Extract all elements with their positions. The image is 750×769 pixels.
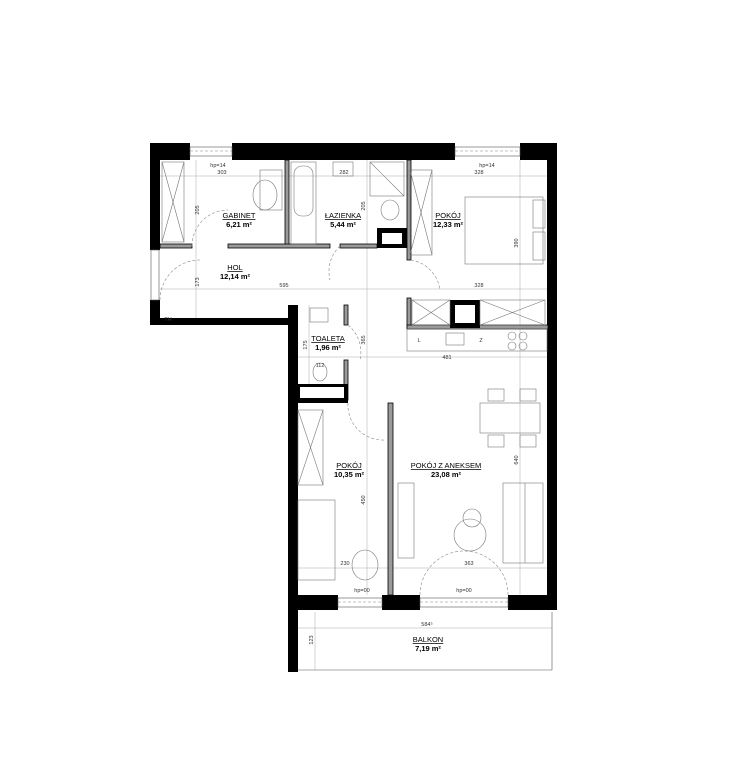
sill-height-label: hp=00: [354, 588, 369, 594]
dim-label: 363: [464, 561, 473, 567]
room-label-pokoj-z-aneksem: POKÓJ Z ANEKSEM 23,08 m²: [411, 461, 481, 479]
sill-height-label: hp=00: [456, 588, 471, 594]
dim-label: 173: [195, 277, 201, 286]
dimension-labels: 303 282 328 205 205 390 595 328 173 175 …: [195, 170, 520, 645]
room-name: POKÓJ: [435, 211, 461, 220]
room-name: HOL: [227, 263, 242, 272]
room-area: 7,19 m²: [415, 644, 441, 653]
dim-label: 328: [474, 170, 483, 176]
door-swings: [159, 209, 509, 596]
dim-label: 123: [309, 635, 315, 644]
dim-label: 584⁵: [421, 621, 432, 628]
dim-label: 390: [514, 238, 520, 247]
room-label-pokoj-1: POKÓJ 12,33 m²: [433, 211, 464, 229]
room-area: 1,96 m²: [315, 343, 341, 352]
room-area: 6,21 m²: [226, 220, 252, 229]
exterior-walls: [150, 143, 557, 672]
dim-label: 365: [361, 335, 367, 344]
interior-walls: [159, 159, 549, 596]
dim-label: 450: [361, 495, 367, 504]
dim-label: 205: [361, 201, 367, 210]
room-area: 5,44 m²: [330, 220, 356, 229]
balcony-outline: [298, 612, 553, 671]
dimension-lines: [160, 160, 552, 670]
th-label: TH: [164, 317, 171, 323]
dim-label: 595: [279, 283, 288, 289]
sill-height-label: hp=14: [210, 163, 225, 169]
dim-label: 640: [514, 455, 520, 464]
room-area: 12,14 m²: [220, 272, 251, 281]
room-area: 12,33 m²: [433, 220, 464, 229]
room-label-gabinet: GABINET 6,21 m²: [223, 211, 256, 229]
dim-label: 481: [442, 355, 451, 361]
dim-label: 303: [217, 170, 226, 176]
room-label-hol: HOL 12,14 m²: [220, 263, 251, 281]
room-name: ŁAZIENKA: [325, 211, 361, 220]
dishwasher-label: Z: [479, 338, 483, 344]
room-name: POKÓJ Z ANEKSEM: [411, 461, 481, 470]
dim-label: 112: [316, 363, 325, 369]
room-area: 23,08 m²: [431, 470, 462, 479]
room-name: BALKON: [413, 635, 443, 644]
room-name: POKÓJ: [336, 461, 362, 470]
room-area: 10,35 m²: [334, 470, 365, 479]
dim-label: 282: [339, 170, 348, 176]
dim-label: 230: [340, 561, 349, 567]
room-label-pokoj-2: POKÓJ 10,35 m²: [334, 461, 365, 479]
room-label-lazienka: ŁAZIENKA 5,44 m²: [325, 211, 361, 229]
room-label-toaleta: TOALETA 1,96 m²: [311, 334, 344, 352]
room-name: TOALETA: [311, 334, 344, 343]
dim-label: 175: [303, 340, 309, 349]
fixtures: [161, 161, 548, 581]
fridge-label: L: [417, 338, 420, 344]
annotations: hp=14 hp=14 hp=00 hp=00 TH L Z: [164, 163, 494, 594]
windows: [150, 146, 521, 608]
sill-height-label: hp=14: [479, 163, 494, 169]
room-label-balkon: BALKON 7,19 m²: [413, 635, 443, 653]
dim-label: 205: [195, 205, 201, 214]
room-name: GABINET: [223, 211, 256, 220]
dim-label: 328: [474, 283, 483, 289]
